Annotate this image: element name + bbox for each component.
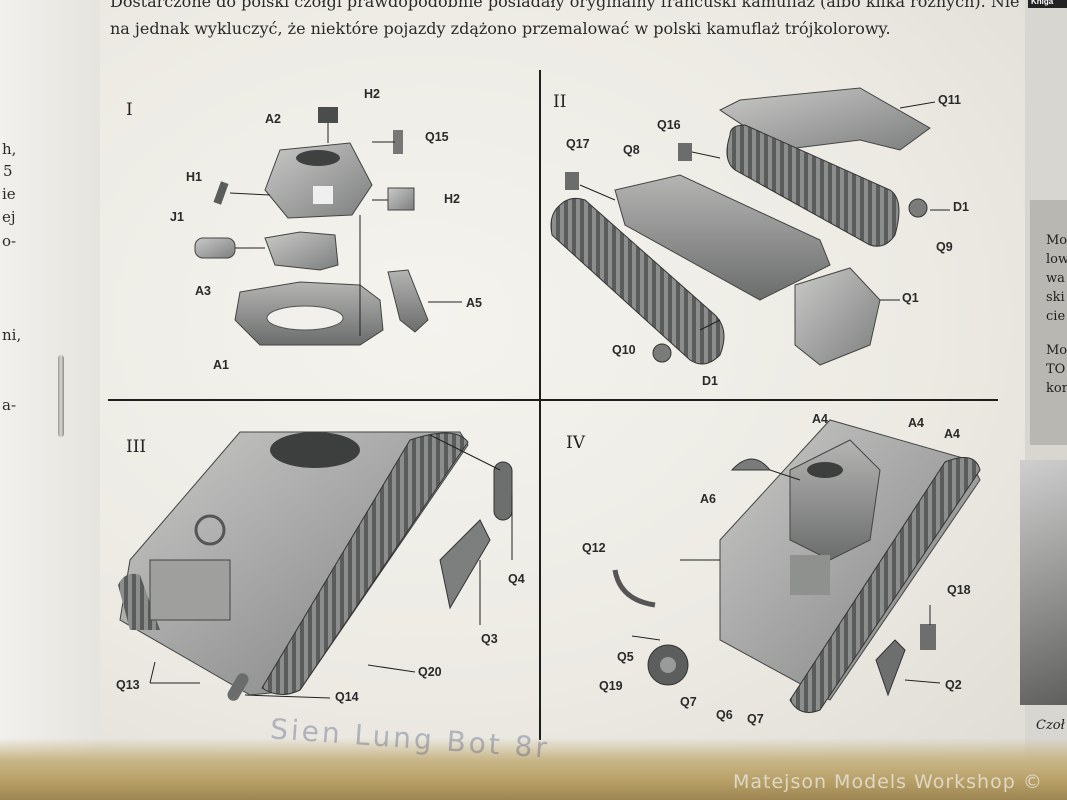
part-label: A5 <box>466 296 482 310</box>
left-page-strip: h, 5 ie ej o- ni, a- <box>0 0 100 800</box>
panel-number: III <box>126 437 147 457</box>
panel-3-parts <box>118 431 513 701</box>
right-text-fragment: Mo <box>1046 343 1067 358</box>
part-label: Q7 <box>680 695 697 709</box>
part-label: H2 <box>364 87 380 101</box>
watermark: Matejson Models Workshop © <box>733 771 1043 793</box>
part-label: Q16 <box>657 118 681 132</box>
part-label: Q1 <box>902 291 919 305</box>
part-label: D1 <box>953 200 969 214</box>
part-label: Q3 <box>481 632 498 646</box>
part-label: Q6 <box>716 708 733 722</box>
part-label: Q7 <box>747 712 764 726</box>
right-photo <box>1020 460 1067 705</box>
header-paragraph: Dostarczone do polski czołgi prawdopodob… <box>110 0 1064 42</box>
left-text-fragment: 5 <box>3 162 13 180</box>
part-label: Q12 <box>582 541 606 555</box>
part-label: H2 <box>444 192 460 206</box>
left-text-fragment: h, <box>2 140 17 158</box>
panel-divider-vertical <box>539 70 541 740</box>
part-label: Q13 <box>116 678 140 692</box>
part-label: Q8 <box>623 143 640 157</box>
right-text-fragment: Mo <box>1046 233 1067 248</box>
part-label: Q2 <box>945 678 962 692</box>
header-line: na jednak wykluczyć, że niektóre pojazdy… <box>110 19 891 38</box>
right-text-fragment: kor <box>1046 381 1067 396</box>
panel-4-parts <box>612 419 981 713</box>
part-label: Q20 <box>418 665 442 679</box>
panel-number: IV <box>566 433 585 453</box>
right-sidebar-box <box>1030 200 1067 445</box>
part-label: Q17 <box>566 137 590 151</box>
part-label: Q14 <box>335 690 359 704</box>
right-text-fragment: wa <box>1046 271 1065 286</box>
right-text-fragment: cie <box>1046 309 1066 324</box>
part-label: Q5 <box>617 650 634 664</box>
part-label: Q18 <box>947 583 971 597</box>
panel-2-parts <box>550 87 950 366</box>
right-text-fragment: low <box>1046 252 1067 267</box>
panel-divider-horizontal <box>108 399 998 401</box>
left-text-fragment: ni, <box>2 326 22 344</box>
part-label: A6 <box>700 492 716 506</box>
part-label: A1 <box>213 358 229 372</box>
right-text-fragment: ski <box>1046 290 1065 305</box>
part-label: J1 <box>170 210 184 224</box>
right-text-fragment: TO <box>1046 362 1066 377</box>
part-label: Q11 <box>938 93 961 107</box>
part-label: D1 <box>702 374 718 388</box>
part-label: Q19 <box>599 679 623 693</box>
background-grass <box>0 738 1067 800</box>
right-page-tab: Kniga <box>1028 0 1067 8</box>
part-label: A3 <box>195 284 211 298</box>
part-label: A2 <box>265 112 281 126</box>
left-text-fragment: ie <box>2 185 16 203</box>
panel-1-parts <box>194 107 462 346</box>
part-label: Q10 <box>612 343 636 357</box>
part-label: H1 <box>186 170 202 184</box>
part-label: Q4 <box>508 572 525 586</box>
left-text-fragment: ej <box>2 208 16 226</box>
right-photo-caption: Czoł <box>1036 718 1065 733</box>
left-text-fragment: a- <box>2 396 17 414</box>
panel-number: II <box>553 92 567 112</box>
binding-staple <box>58 355 64 437</box>
part-label: A4 <box>944 427 960 441</box>
left-text-fragment: o- <box>2 232 17 250</box>
panel-number: I <box>126 100 133 120</box>
part-label: Q9 <box>936 240 953 254</box>
part-label: A4 <box>908 416 924 430</box>
header-line: Dostarczone do polski czołgi prawdopodob… <box>110 0 1064 11</box>
part-label: A4 <box>812 412 828 426</box>
part-label: Q15 <box>425 130 449 144</box>
